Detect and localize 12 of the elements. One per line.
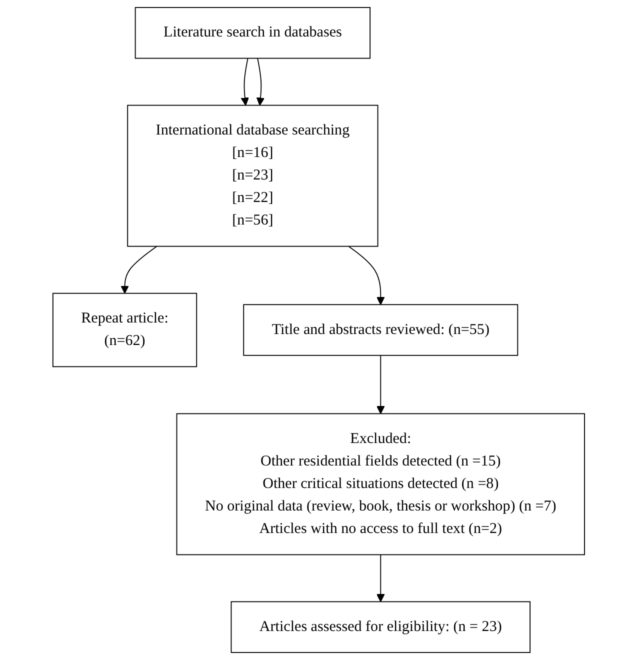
- arrow: [348, 246, 386, 305]
- arrow: [241, 58, 250, 106]
- node-box: Literature search in databases: [135, 7, 371, 59]
- arrow: [376, 354, 386, 414]
- node-box: Articles assessed for eligibility: (n = 23): [231, 601, 531, 653]
- node-box: International database searching [n=16] [n=23] [n=22] [n=56]: [127, 104, 379, 247]
- arrow: [120, 246, 158, 294]
- arrow: [256, 58, 265, 106]
- node-box: Excluded: Other residential fields detected (n =15) Other critical situations detected (n =8) No original data (review, book, thesis or workshop) (n =7) Articles with no access to full text (n=2): [176, 413, 586, 556]
- node-box: Title and abstracts reviewed: (n=55): [243, 304, 518, 356]
- arrow: [376, 554, 386, 602]
- node-box: Repeat article: (n=62): [52, 292, 198, 368]
